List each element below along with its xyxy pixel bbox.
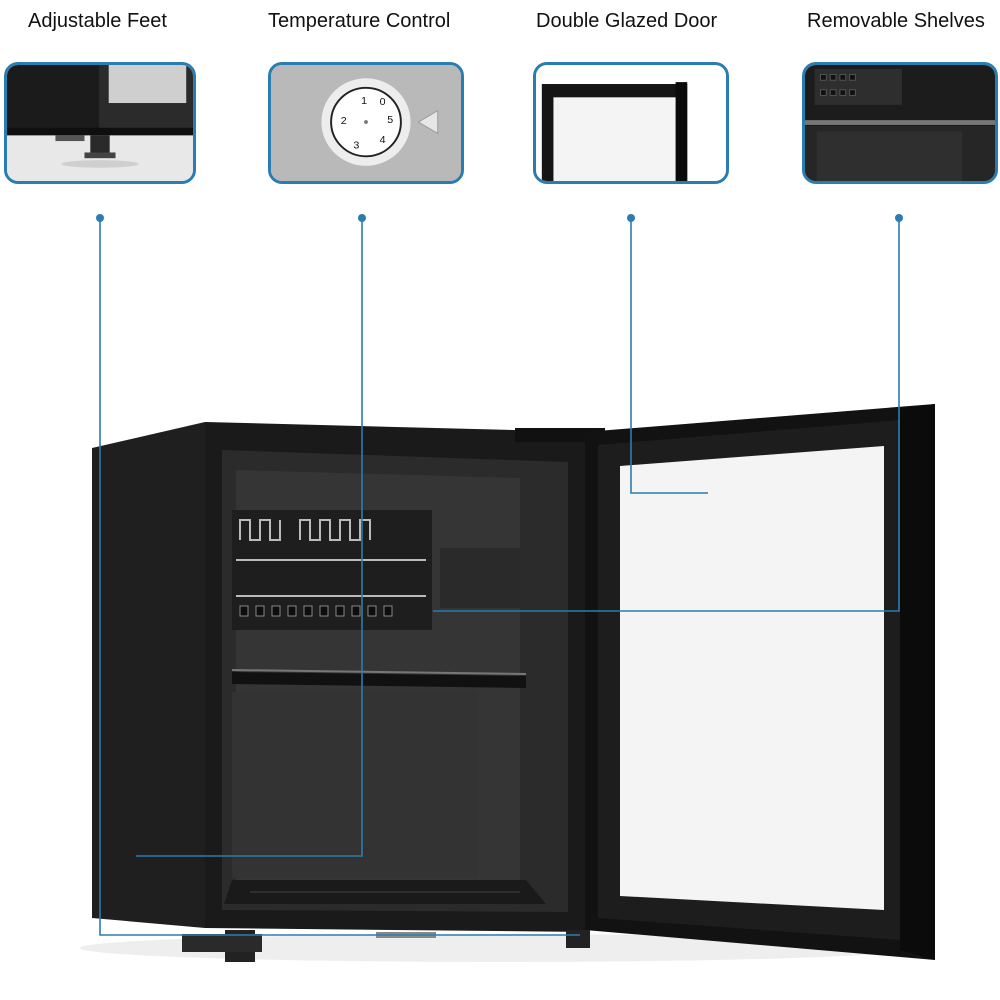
floor-shadow [80,934,920,962]
adjustable-foot-right [566,930,590,948]
dial-number-4: 4 [380,134,386,146]
feature-label-double-glazed-door: Double Glazed Door [536,10,718,32]
feature-label-removable-shelves: Removable Shelves [807,10,985,32]
temperature-dial-icon: 0 1 2 3 4 5 [271,65,461,181]
evaporator-holes [239,605,393,617]
dial-number-2: 2 [341,115,347,127]
evaporator-coils [236,519,426,597]
door-gasket [900,404,935,960]
callout-dots [96,214,903,222]
evaporator-panel [232,510,432,630]
callout-lines [99,218,900,936]
removable-shelves-thumbnail [802,62,998,184]
dial-number-1: 1 [361,95,367,107]
fridge-side-panel [92,422,205,928]
double-glazed-door-thumbnail [533,62,729,184]
control-box [440,548,520,608]
adjustable-feet-icon [7,65,193,181]
glass-door-pane [620,446,884,910]
dial-number-3: 3 [353,140,359,152]
removable-shelf [232,672,526,688]
adjustable-feet-thumbnail [4,62,196,184]
feature-label-temperature-control: Temperature Control [268,10,451,32]
feature-label-adjustable-feet: Adjustable Feet [28,10,167,32]
shelf-icon [805,65,995,181]
dial-number-0: 0 [380,96,386,108]
glass-door-icon [536,65,726,181]
lower-compartment [232,692,478,878]
temperature-control-thumbnail: 0 1 2 3 4 5 [268,62,464,184]
door-hinge [515,428,605,442]
dial-number-5: 5 [387,114,393,126]
